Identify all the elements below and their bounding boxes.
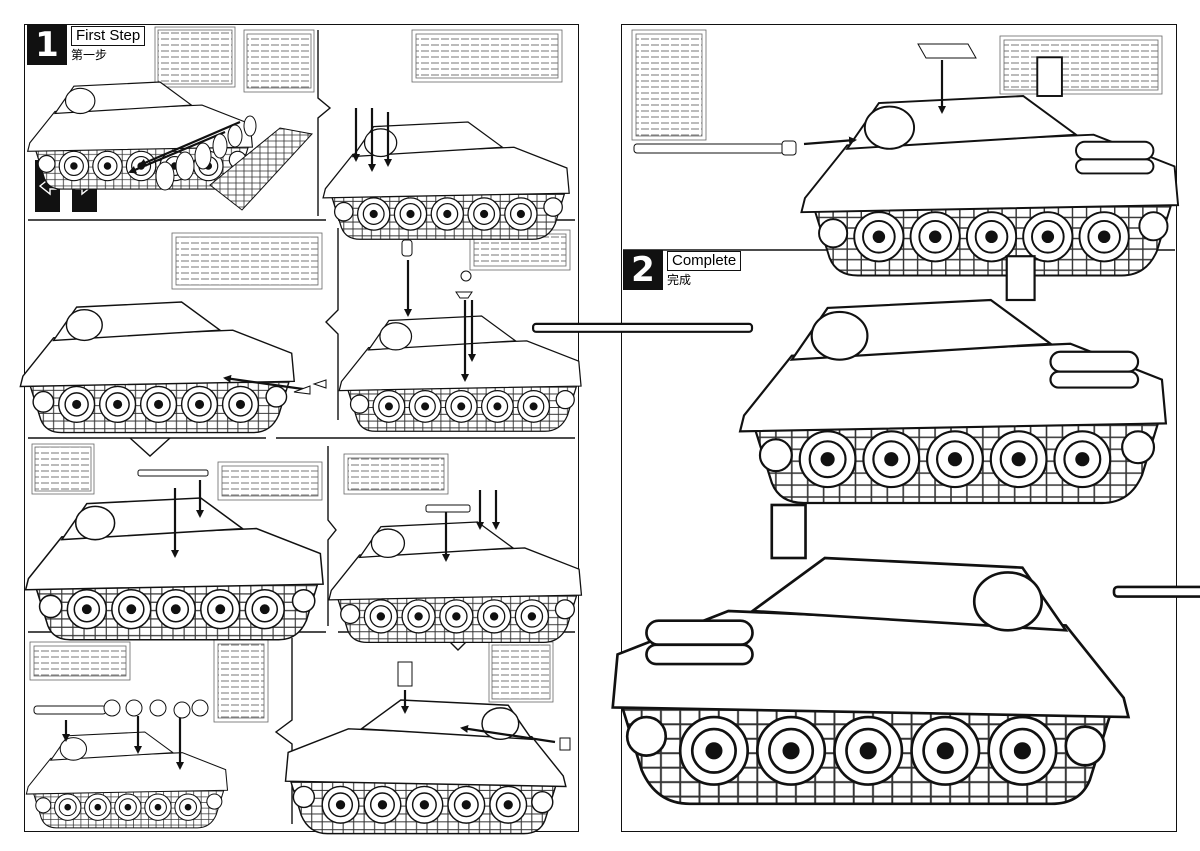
step-2-subtitle: 完成 <box>667 273 692 287</box>
tank-line-art <box>338 315 582 432</box>
step-2-badge: 2 Complete 完成 <box>623 250 742 290</box>
tank-line-art <box>611 503 1200 806</box>
loose-parts <box>33 43 977 751</box>
step-1-number: 1 <box>27 25 67 65</box>
tank-line-art <box>322 121 570 240</box>
tank-line-art <box>24 497 324 641</box>
step-2-title: Complete <box>667 251 742 271</box>
step-1-badge: 1 First Step 第一步 <box>27 25 146 65</box>
tank-line-art <box>19 301 296 434</box>
tank-line-art <box>800 56 1180 277</box>
parts-sheets <box>29 26 1163 723</box>
tank-drawings <box>19 56 1200 835</box>
tank-line-art <box>328 521 583 644</box>
step-2-number: 2 <box>623 250 663 290</box>
step-1-title: First Step <box>71 26 146 46</box>
tank-line-art <box>532 255 1168 505</box>
assembly-arrows <box>62 60 946 770</box>
tank-line-art <box>25 731 229 829</box>
step-1-subtitle: 第一步 <box>71 48 108 62</box>
tank-line-art <box>284 699 567 835</box>
